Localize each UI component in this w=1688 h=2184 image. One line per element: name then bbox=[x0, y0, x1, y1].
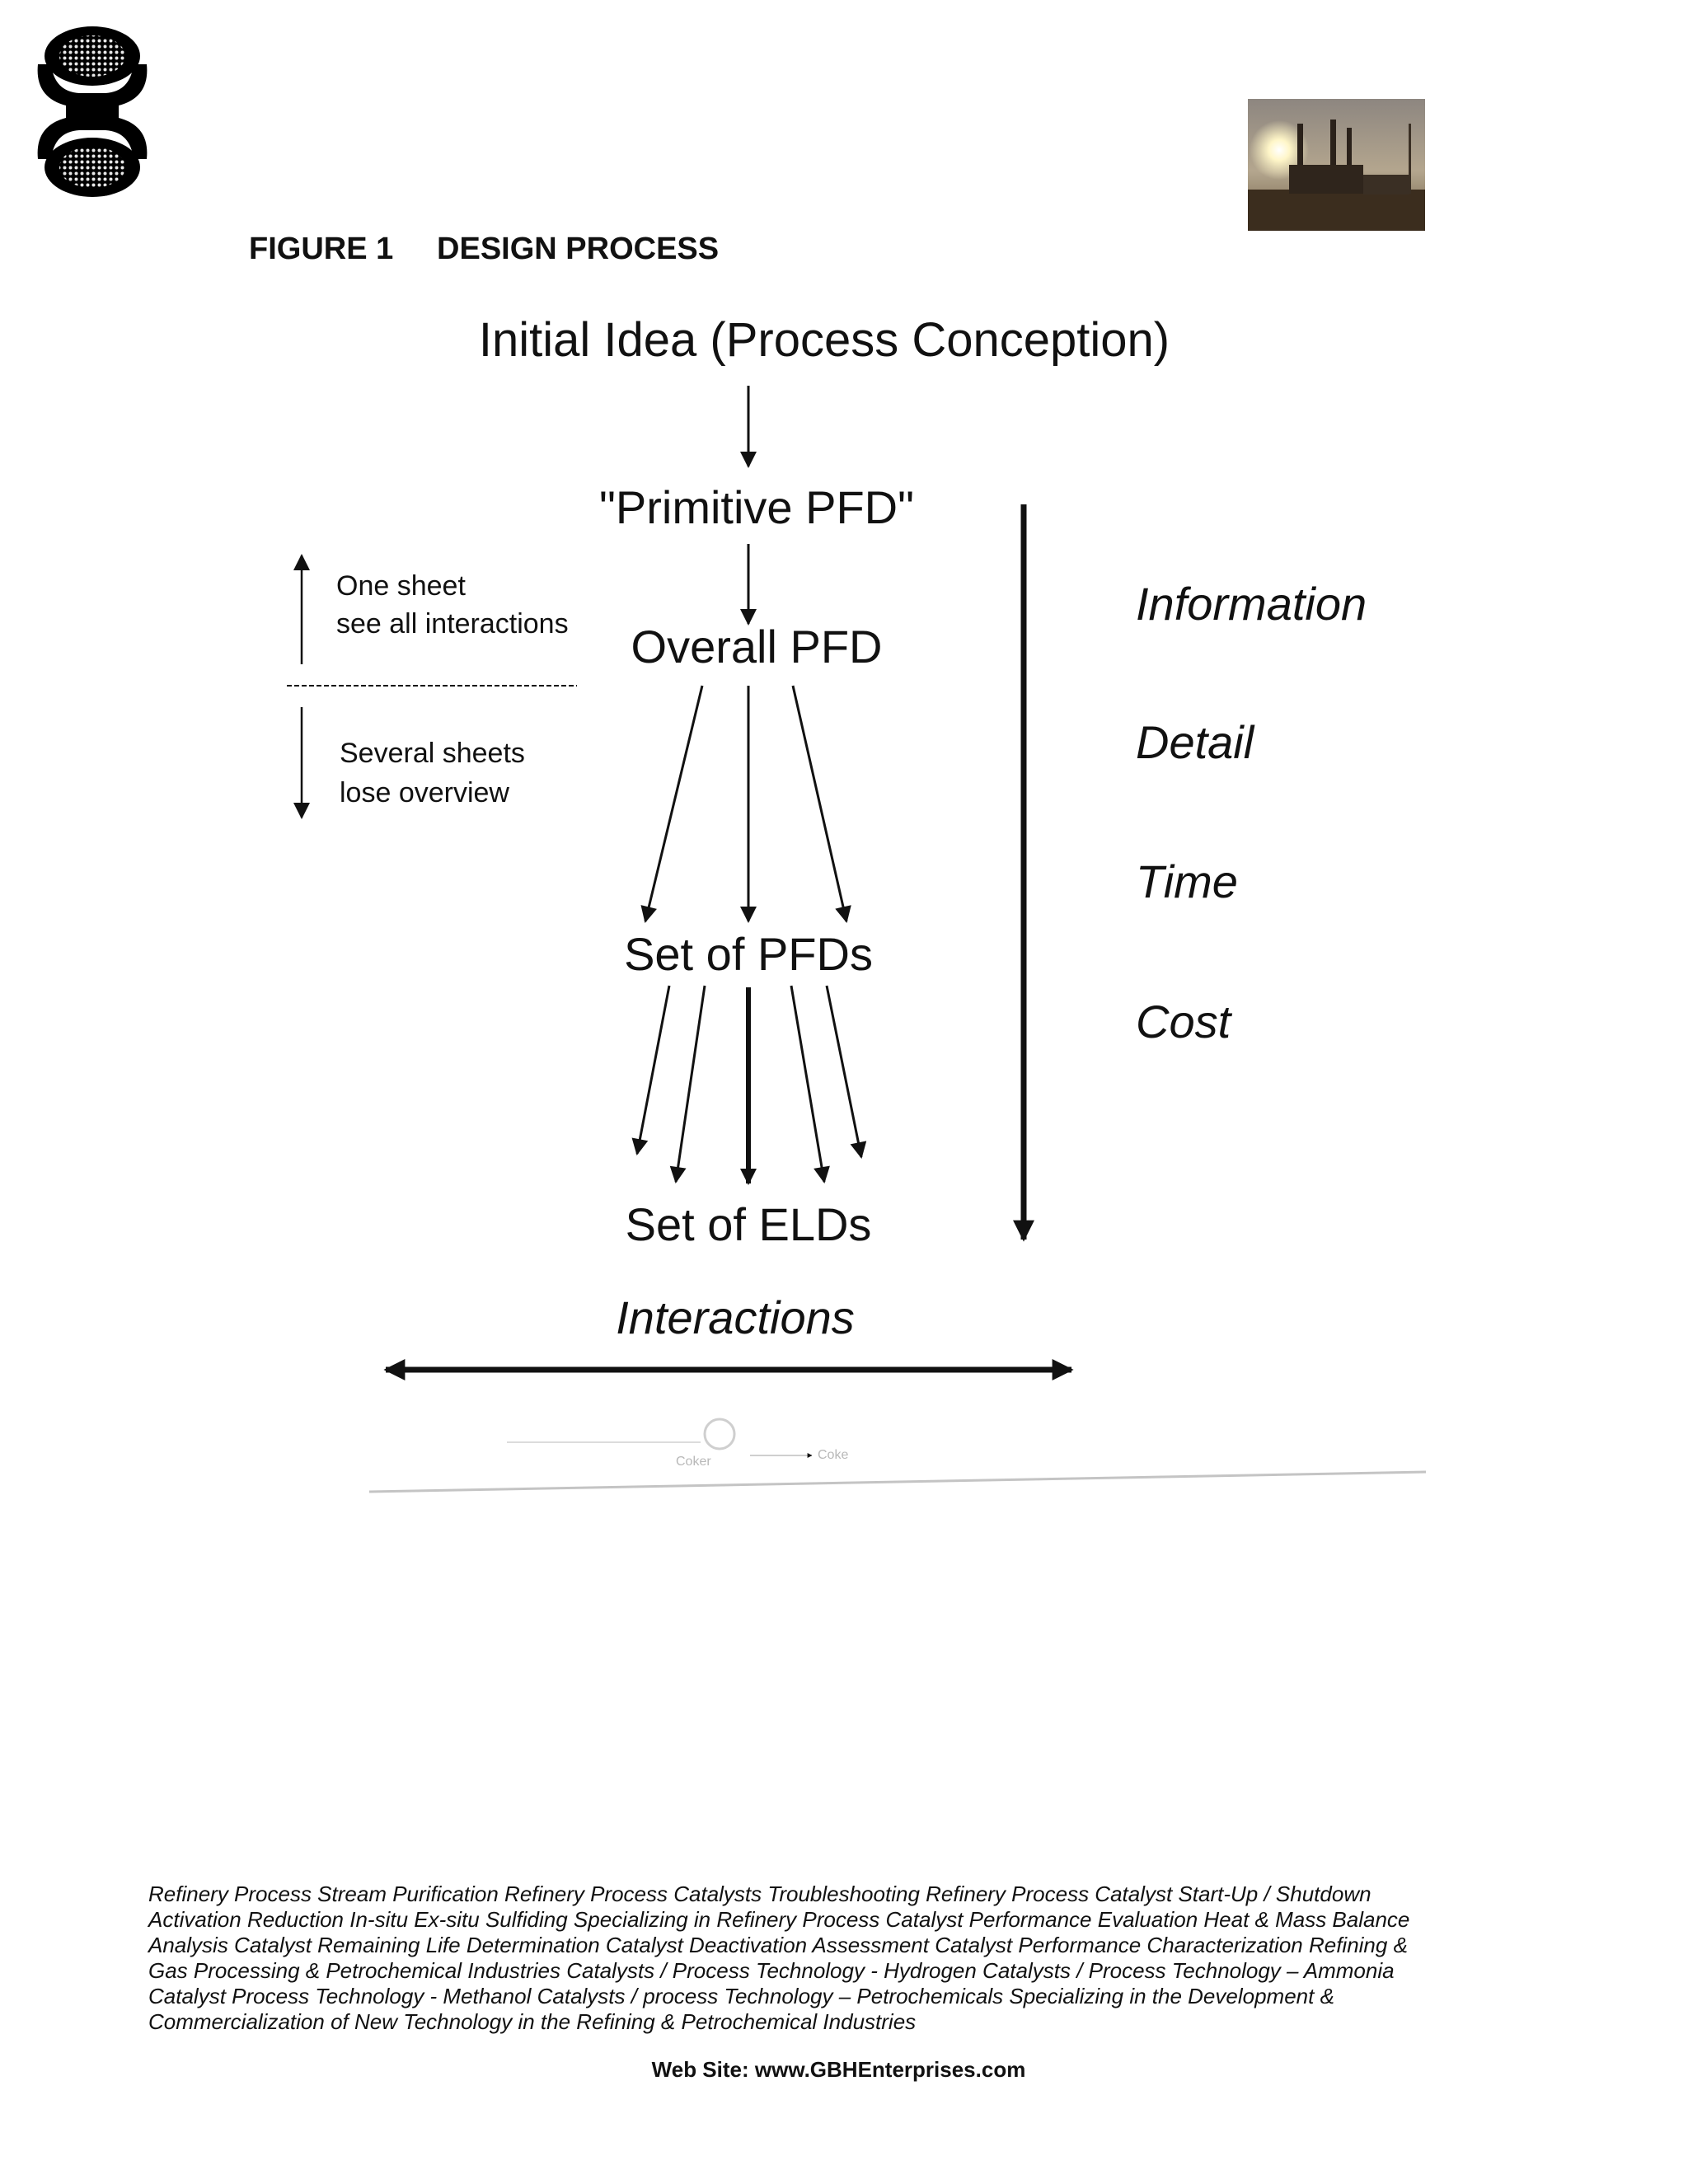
arrow-overall-to-pfds-left bbox=[640, 685, 704, 923]
node-set-of-elds: Set of ELDs bbox=[626, 1198, 872, 1250]
company-logo bbox=[37, 26, 148, 197]
node-primitive-pfd: "Primitive PFD" bbox=[599, 481, 914, 533]
faded-bottom-rule bbox=[368, 1470, 1427, 1493]
arrow-pfds-to-elds-1 bbox=[631, 985, 671, 1155]
arrow-overall-to-pfds-right bbox=[791, 685, 851, 923]
figure-title: FIGURE 1 DESIGN PROCESS bbox=[249, 232, 720, 266]
faded-vessel-shape bbox=[703, 1418, 736, 1451]
design-process-diagram: Initial Idea (Process Conception) "Primi… bbox=[287, 313, 1427, 1493]
faded-label-coke: Coke bbox=[818, 1448, 848, 1462]
faded-label-coker: Coker bbox=[676, 1455, 711, 1469]
node-set-of-pfds: Set of PFDs bbox=[624, 928, 873, 980]
node-initial-idea: Initial Idea (Process Conception) bbox=[479, 313, 1170, 367]
note-one-sheet: One sheet bbox=[336, 570, 466, 602]
note-several-sheets: Several sheets bbox=[340, 738, 525, 769]
arrow-pfds-to-elds-2 bbox=[669, 985, 706, 1183]
label-information: Information bbox=[1136, 578, 1367, 630]
arrow-pfds-to-elds-5 bbox=[825, 985, 867, 1159]
footer-website: Web Site: www.GBHEnterprises.com bbox=[651, 2057, 1026, 2082]
note-lose-overview: lose overview bbox=[340, 777, 509, 808]
label-time: Time bbox=[1136, 855, 1238, 907]
arrow-pfds-to-elds-4 bbox=[790, 985, 830, 1183]
node-overall-pfd: Overall PFD bbox=[631, 621, 883, 673]
refinery-photo bbox=[1248, 99, 1425, 231]
label-detail: Detail bbox=[1136, 716, 1255, 768]
note-see-all-interactions: see all interactions bbox=[336, 608, 569, 640]
label-cost: Cost bbox=[1136, 996, 1233, 1047]
footer-description: Refinery Process Stream Purification Ref… bbox=[148, 1882, 1410, 2034]
label-interactions: Interactions bbox=[616, 1291, 855, 1343]
